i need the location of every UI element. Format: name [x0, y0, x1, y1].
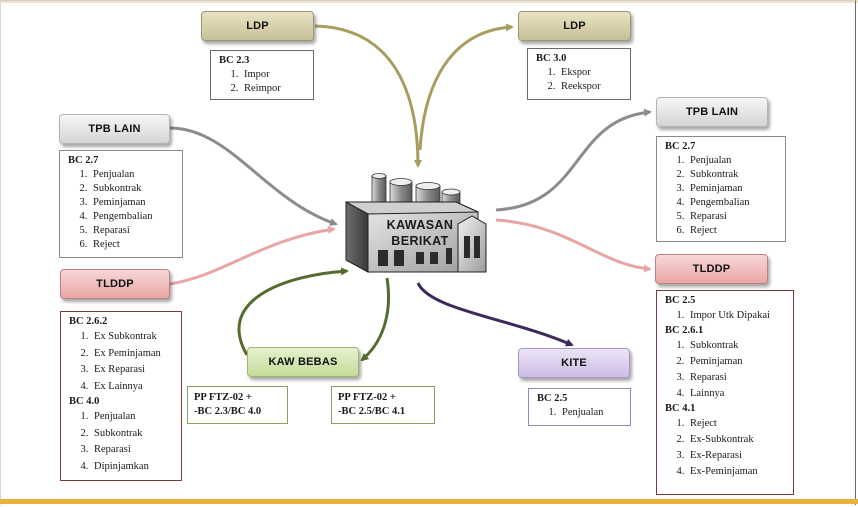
- kaw-bebas-left-box: PP FTZ-02 + -BC 2.3/BC 4.0: [187, 386, 288, 424]
- tlddp-right-box: BC 2.5 Impor Utk Dipakai BC 2.6.1 Subkon…: [656, 290, 794, 495]
- arrow-tlddp-in: [169, 225, 336, 286]
- tpb-right-header: TPB LAIN: [656, 97, 768, 127]
- list-item: Ekspor: [558, 66, 624, 80]
- list-item: Penjualan: [91, 409, 175, 426]
- tlddp-right-list-1: Impor Utk Dipakai: [665, 308, 787, 324]
- list-item: Ex Peminjaman: [91, 346, 175, 363]
- list-item: Reparasi: [687, 370, 787, 386]
- list-item: Reparasi: [687, 210, 779, 224]
- center-label-line2: BERIKAT: [391, 234, 449, 248]
- list-item: Peminjaman: [687, 182, 779, 196]
- tlddp-right-list-3: Reject Ex-Subkontrak Ex-Reparasi Ex-Pemi…: [665, 416, 787, 480]
- list-item: Subkontrak: [91, 426, 175, 443]
- list-item: Reject: [90, 238, 176, 252]
- list-item: Penjualan: [687, 154, 779, 168]
- tpb-left-list: Penjualan Subkontrak Peminjaman Pengemba…: [68, 168, 176, 252]
- ldp-left-list: Impor Reimpor: [219, 68, 307, 96]
- arrow-kite-out: [416, 282, 574, 347]
- tlddp-right-code-1: BC 2.5: [665, 295, 696, 306]
- arrow-ldp-out: [418, 23, 514, 151]
- tpb-left-box: BC 2.7 Penjualan Subkontrak Peminjaman P…: [59, 150, 183, 258]
- tpb-left-header: TPB LAIN: [59, 114, 170, 144]
- kite-code: BC 2.5: [537, 393, 568, 404]
- tlddp-left-code-1: BC 2.6.2: [69, 316, 108, 327]
- list-item: Ex Reparasi: [91, 362, 175, 379]
- factory-icon: [345, 173, 487, 273]
- tpb-right-box: BC 2.7 Penjualan Subkontrak Peminjaman P…: [656, 136, 786, 242]
- tlddp-right-code-3: BC 4.1: [665, 403, 696, 414]
- list-item: Ex Lainnya: [91, 379, 175, 396]
- arrow-kaw-out: [360, 277, 391, 362]
- tlddp-right-list-2: Subkontrak Peminjaman Reparasi Lainnya: [665, 338, 787, 402]
- ldp-left-box: BC 2.3 Impor Reimpor: [210, 50, 314, 100]
- tlddp-left-list-2: Penjualan Subkontrak Reparasi Dipinjamka…: [69, 409, 175, 475]
- list-item: Peminjaman: [687, 354, 787, 370]
- list-item: Lainnya: [687, 386, 787, 402]
- list-item: Reject: [687, 224, 779, 238]
- list-item: Reject: [687, 416, 787, 432]
- list-item: Impor Utk Dipakai: [687, 308, 787, 324]
- list-item: Ex-Reparasi: [687, 448, 787, 464]
- ldp-right-list: Ekspor Reekspor: [536, 66, 624, 94]
- list-item: Reimpor: [241, 82, 307, 96]
- list-item: Reparasi: [90, 224, 176, 238]
- tlddp-left-code-2: BC 4.0: [69, 396, 100, 407]
- list-item: Ex-Subkontrak: [687, 432, 787, 448]
- ldp-right-box: BC 3.0 Ekspor Reekspor: [527, 48, 631, 100]
- center-label-line1: KAWASAN: [386, 218, 454, 232]
- list-item: Subkontrak: [687, 168, 779, 182]
- list-item: Ex-Peminjaman: [687, 464, 787, 480]
- list-item: Reekspor: [558, 80, 624, 94]
- list-item: Dipinjamkan: [91, 459, 175, 476]
- arrow-tpb-in: [169, 126, 338, 226]
- list-item: Impor: [241, 68, 307, 82]
- tlddp-left-list-1: Ex Subkontrak Ex Peminjaman Ex Reparasi …: [69, 329, 175, 395]
- ldp-right-code: BC 3.0: [536, 53, 567, 64]
- ldp-left-code: BC 2.3: [219, 55, 250, 66]
- list-item: Penjualan: [90, 168, 176, 182]
- tlddp-right-header: TLDDP: [655, 254, 768, 284]
- arrow-tpb-out: [495, 108, 652, 212]
- list-item: Peminjaman: [90, 196, 176, 210]
- kawasan-berikat-node: KAWASAN BERIKAT: [338, 172, 498, 287]
- tlddp-right-code-2: BC 2.6.1: [665, 325, 704, 336]
- kite-header: KITE: [518, 348, 630, 378]
- ldp-right-header: LDP: [518, 11, 631, 41]
- tpb-right-code: BC 2.7: [665, 141, 696, 152]
- kite-box: BC 2.5 Penjualan: [528, 388, 631, 426]
- kaw-bebas-left-line2: -BC 2.3/BC 4.0: [194, 406, 262, 417]
- kaw-bebas-right-box: PP FTZ-02 + -BC 2.5/BC 4.1: [331, 386, 435, 424]
- top-strip: [0, 0, 858, 3]
- arrow-kaw-in: [237, 267, 349, 356]
- kaw-bebas-right-line1: PP FTZ-02 +: [338, 392, 396, 403]
- tpb-right-list: Penjualan Subkontrak Peminjaman Pengemba…: [665, 154, 779, 238]
- list-item: Pengembalian: [687, 196, 779, 210]
- kite-list: Penjualan: [537, 406, 624, 420]
- list-item: Ex Subkontrak: [91, 329, 175, 346]
- list-item: Subkontrak: [687, 338, 787, 354]
- list-item: Reparasi: [91, 442, 175, 459]
- tlddp-left-header: TLDDP: [60, 269, 170, 299]
- kaw-bebas-left-line1: PP FTZ-02 +: [194, 392, 252, 403]
- tlddp-left-box: BC 2.6.2 Ex Subkontrak Ex Peminjaman Ex …: [60, 311, 182, 481]
- list-item: Pengembalian: [90, 210, 176, 224]
- tpb-left-code: BC 2.7: [68, 155, 99, 166]
- kaw-bebas-right-line2: -BC 2.5/BC 4.1: [338, 406, 406, 417]
- ldp-left-header: LDP: [201, 11, 314, 41]
- list-item: Penjualan: [559, 406, 624, 420]
- bottom-accent-bar: [0, 499, 858, 504]
- arrow-tlddp-out: [495, 218, 652, 273]
- kaw-bebas-header: KAW BEBAS: [247, 347, 359, 377]
- list-item: Subkontrak: [90, 182, 176, 196]
- arrow-ldp-in: [314, 24, 422, 168]
